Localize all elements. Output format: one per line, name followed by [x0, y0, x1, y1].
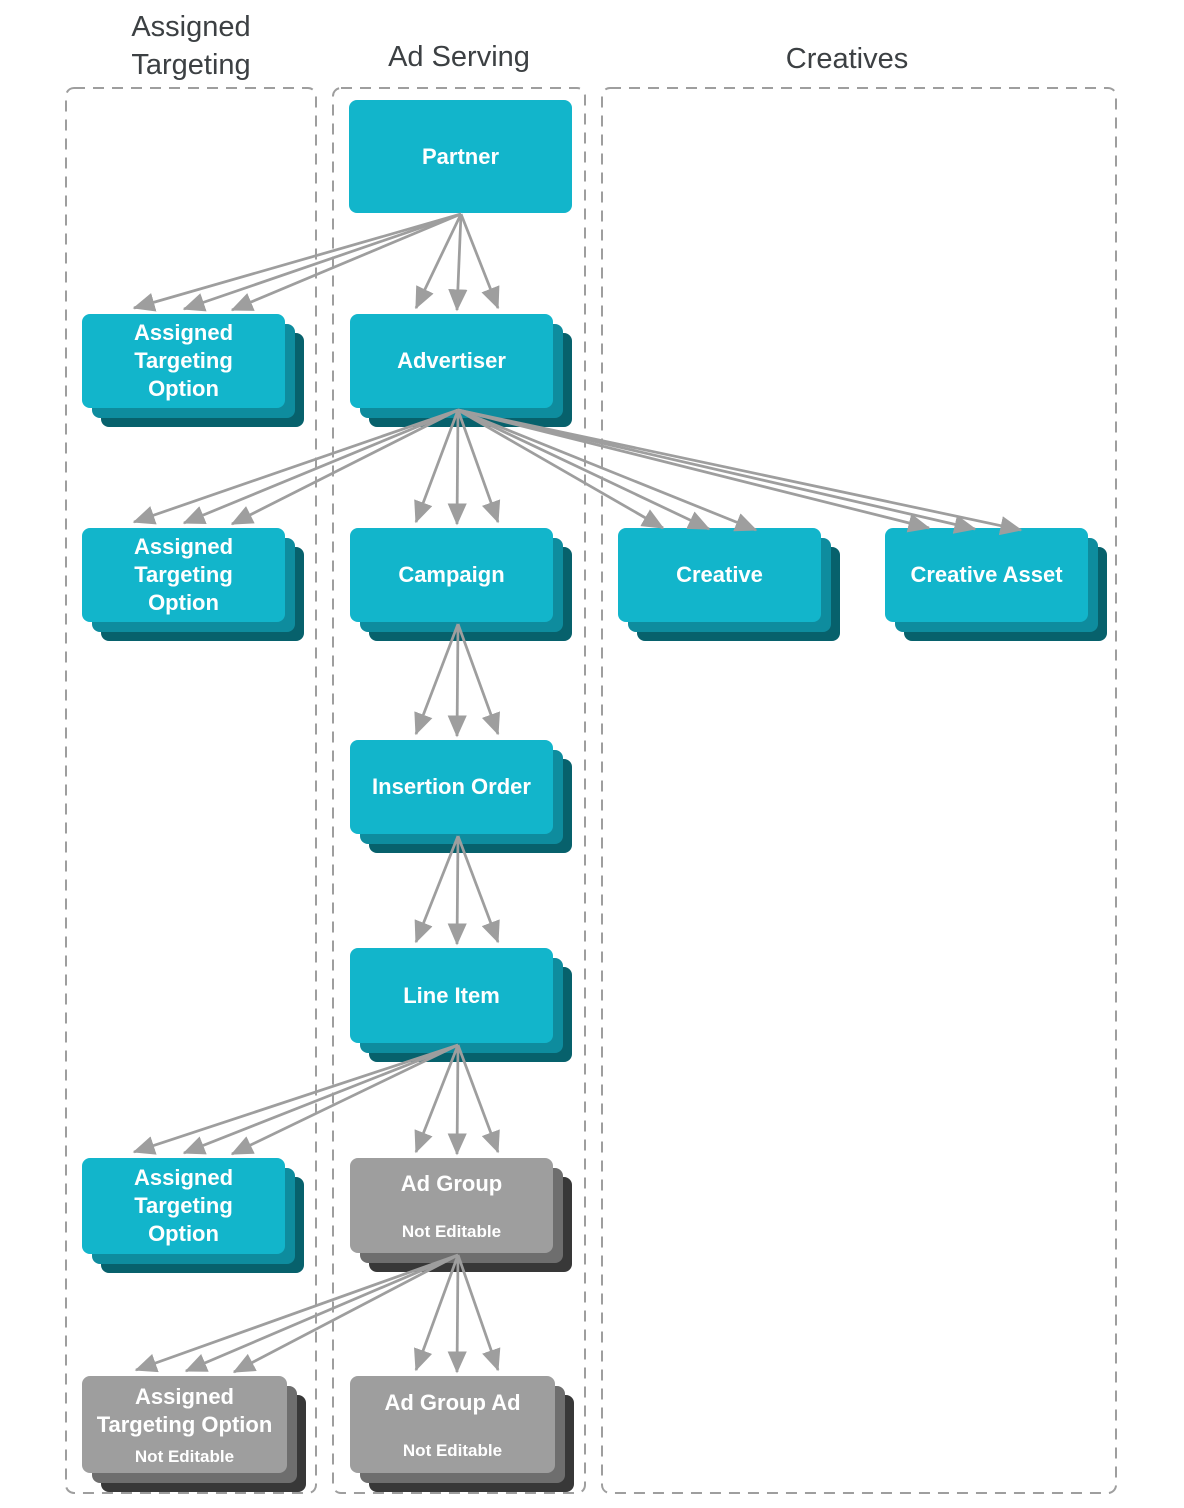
edge-advertiser-to-assigned-targeting-option-2-3 [230, 408, 459, 526]
node-creative-asset: Creative Asset [885, 528, 1107, 641]
node-ad-group-ad-card: Ad Group Ad Not Editable [350, 1376, 555, 1473]
node-insertion-order-card: Insertion Order [350, 740, 553, 834]
node-partner-card: Partner [349, 100, 572, 213]
node-advertiser-card: Advertiser [350, 314, 553, 408]
column-header-ad-serving: Ad Serving [333, 38, 585, 76]
column-header-creatives-text: Creatives [785, 43, 909, 75]
edge-advertiser-to-creative-3 [457, 408, 758, 532]
node-line-item-card: Line Item [350, 948, 553, 1043]
edge-advertiser-to-creative-1 [457, 408, 665, 530]
node-assigned-targeting-option-4-sublabel: Not Editable [134, 1446, 235, 1466]
node-insertion-order: Insertion Order [350, 740, 572, 853]
node-ad-group-ad: Ad Group Ad Not Editable [350, 1376, 574, 1492]
edge-ad-group-to-ad-group-ad-1 [414, 1254, 460, 1372]
column-header-assigned-targeting-text: Assigned Targeting [131, 11, 251, 81]
node-ad-group-ad-sublabel: Not Editable [402, 1440, 503, 1460]
edge-partner-to-advertiser-1 [414, 213, 463, 310]
edge-partner-to-advertiser-3 [459, 213, 500, 310]
node-creative-label: Creative [676, 562, 763, 587]
node-creative: Creative [618, 528, 840, 641]
node-creative-asset-card: Creative Asset [885, 528, 1088, 622]
edge-ad-group-to-ad-group-ad-2 [447, 1254, 467, 1374]
node-creative-asset-label: Creative Asset [910, 562, 1063, 587]
node-ad-group-ad-label: Ad Group Ad [384, 1389, 521, 1415]
column-header-assigned-targeting: Assigned Targeting [66, 8, 316, 84]
node-line-item-label: Line Item [403, 982, 500, 1008]
node-partner-label: Partner [421, 143, 500, 169]
column-header-ad-serving-text: Ad Serving [388, 41, 530, 73]
edge-partner-to-assigned-targeting-option-1-3 [230, 212, 462, 312]
node-ad-group-label: Ad Group [400, 1170, 503, 1196]
node-insertion-order-label: Insertion Order [372, 774, 531, 799]
edge-advertiser-to-creative-asset-2 [457, 408, 977, 534]
node-partner: Partner [349, 100, 572, 213]
node-creative-card: Creative [618, 528, 821, 622]
node-campaign-card: Campaign [350, 528, 553, 622]
edge-advertiser-to-creative-2 [457, 408, 711, 531]
edge-partner-to-assigned-targeting-option-1-1 [132, 212, 462, 312]
edge-partner-to-advertiser-2 [448, 213, 468, 312]
edge-advertiser-to-campaign-2 [447, 409, 467, 526]
node-advertiser: Advertiser [350, 314, 572, 427]
column-border-assigned-targeting [65, 87, 317, 1494]
edge-advertiser-to-creative-asset-3 [457, 408, 1023, 536]
node-ad-group-sublabel: Not Editable [401, 1221, 502, 1241]
column-header-creatives: Creatives [602, 40, 1092, 78]
edge-advertiser-to-creative-asset-1 [457, 408, 931, 533]
node-campaign: Campaign [350, 528, 572, 641]
column-border-creatives [601, 87, 1117, 1494]
column-borders [65, 87, 1117, 1494]
edge-ad-group-to-ad-group-ad-3 [456, 1254, 501, 1372]
node-line-item: Line Item [350, 948, 572, 1062]
node-advertiser-label: Advertiser [397, 348, 506, 373]
node-campaign-label: Campaign [398, 562, 505, 587]
edge-partner-to-assigned-targeting-option-1-2 [182, 212, 462, 312]
